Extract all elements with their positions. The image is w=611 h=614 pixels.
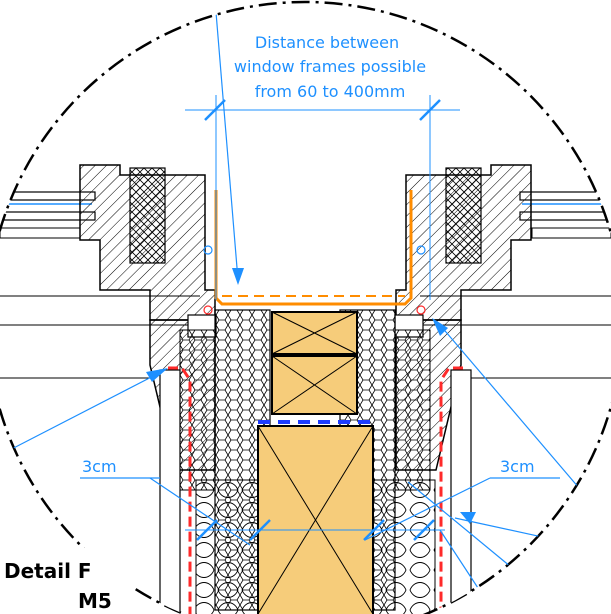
distance-label-line1: Distance between <box>255 33 399 52</box>
right-wool <box>372 479 436 614</box>
right-gap-label: 3cm <box>500 457 535 476</box>
detail-title: Detail F <box>4 559 92 583</box>
timber-blocks <box>257 311 374 614</box>
distance-label-line2: window frames possible <box>234 57 426 76</box>
seal-markers <box>203 245 426 315</box>
left-wool <box>195 479 259 614</box>
distance-label-line3: from 60 to 400mm <box>255 82 406 101</box>
detail-subtitle: M5 <box>78 589 112 613</box>
arrow-heads <box>146 268 476 524</box>
left-gap-label: 3cm <box>82 457 117 476</box>
right-glazing <box>519 191 611 239</box>
flashing <box>214 190 413 306</box>
